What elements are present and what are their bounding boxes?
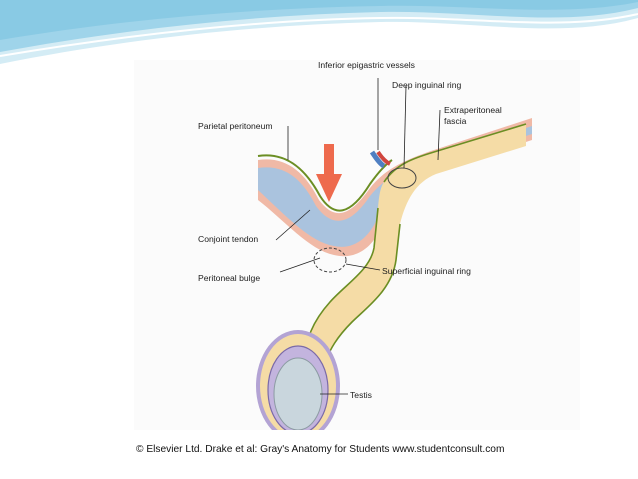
- testis-sac: [256, 330, 340, 430]
- epigastric-vessels: [369, 150, 391, 169]
- deep-inguinal-ring-marker: [387, 167, 417, 189]
- label-superficial-inguinal-ring: Superficial inguinal ring: [382, 266, 471, 276]
- label-inferior-epigastric-vessels: Inferior epigastric vessels: [318, 60, 415, 70]
- label-extraperitoneal-fascia-1: Extraperitoneal: [444, 105, 502, 115]
- superficial-inguinal-ring-marker: [313, 247, 347, 273]
- parietal-peritoneum-line: [257, 154, 393, 212]
- copyright-credit: © Elsevier Ltd. Drake et al: Gray's Anat…: [136, 444, 505, 455]
- label-parietal-peritoneum: Parietal peritoneum: [198, 121, 273, 131]
- label-deep-inguinal-ring: Deep inguinal ring: [392, 80, 462, 90]
- label-testis: Testis: [350, 390, 372, 400]
- decorative-wave-header: [0, 0, 638, 64]
- inguinal-hernia-diagram: [134, 60, 580, 430]
- leader-lines: [275, 78, 441, 395]
- label-extraperitoneal-fascia-2: fascia: [444, 116, 467, 126]
- direction-arrow: [316, 144, 342, 202]
- label-conjoint-tendon: Conjoint tendon: [198, 234, 259, 244]
- label-peritoneal-bulge: Peritoneal bulge: [198, 273, 261, 283]
